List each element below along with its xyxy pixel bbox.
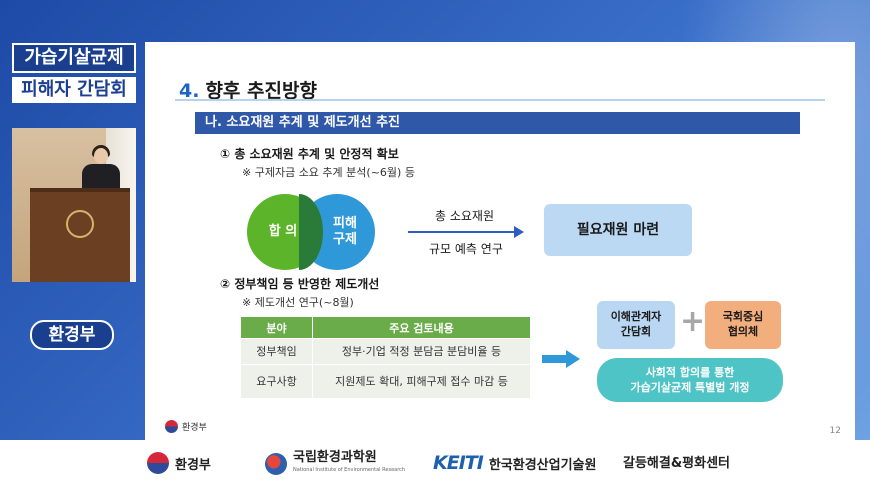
table-cell: 정부책임 [240, 338, 313, 365]
slide-heading-text: 향후 추진방향 [205, 80, 317, 102]
venn-right-line1: 피해 [333, 216, 357, 231]
review-table: 분야 주요 검토내용 정부책임 정부·기업 적정 분담금 분담비율 등 요구사항… [240, 316, 531, 399]
event-title-line1: 가습기살균제 [12, 43, 136, 73]
stakeholder-line1: 이해관계자 [610, 310, 662, 323]
stakeholder-line2: 간담회 [620, 325, 652, 338]
slide-footer-logo: 환경부 [165, 420, 207, 433]
sponsor-nier-en: National Institute of Environmental Rese… [293, 467, 406, 473]
venn-right-line2: 구제 [333, 232, 357, 247]
table-row: 요구사항 지원제도 확대, 피해구제 접수 마감 등 [240, 364, 531, 399]
sponsor-center-text: 갈등해결&평화센터 [623, 456, 731, 471]
sponsor-nier: 국립환경과학원 National Institute of Environmen… [265, 450, 406, 476]
slide-heading-number: 4. [179, 80, 200, 102]
law-line1: 사회적 합의를 통한 [645, 366, 735, 379]
table-row: 정부책임 정부·기업 적정 분담금 분담비율 등 [240, 338, 531, 365]
arrow-line [408, 231, 516, 233]
venn-left-label: 합 의 [268, 224, 298, 239]
result-box: 필요재원 마련 [544, 204, 692, 256]
plus-icon: + [680, 304, 706, 339]
sponsor-bar [0, 440, 870, 489]
venn-right-label: 피해 구제 [323, 216, 367, 248]
sponsor-nier-text: 국립환경과학원 [293, 450, 377, 465]
podium-seal-icon [66, 210, 94, 238]
taeguk-icon [147, 452, 169, 474]
item2-title: ② 정부책임 등 반영한 제도개선 [220, 277, 380, 291]
law-line2: 가습기살균제 특별법 개정 [630, 381, 750, 394]
heading-underline [175, 99, 825, 101]
speaker-org-label: 환경부 [30, 320, 114, 350]
table-cell: 요구사항 [240, 364, 313, 399]
sponsor-moe-text: 환경부 [175, 457, 211, 473]
item1-note: ※ 구제자금 소요 추계 분석(~6월) 등 [242, 166, 415, 179]
national-line2: 협의체 [727, 325, 759, 338]
sponsor-keiti-text: 한국환경산업기술원 [488, 457, 597, 473]
national-assembly-box: 국회중심 협의체 [705, 301, 781, 349]
slide-footer-logo-text: 환경부 [182, 423, 207, 433]
table-header-content: 주요 검토내용 [312, 316, 531, 339]
sponsor-moe: 환경부 [147, 452, 211, 474]
item1-title: ① 총 소요재원 추계 및 안정적 확보 [220, 147, 399, 161]
big-arrow-icon [542, 350, 580, 368]
arrow-right-icon [514, 226, 524, 238]
presentation-slide: 4.향후 추진방향 나. 소요재원 추계 및 제도개선 추진 ① 총 소요재원 … [145, 42, 855, 440]
law-revision-box: 사회적 합의를 통한 가습기살균제 특별법 개정 [597, 358, 783, 402]
national-line1: 국회중심 [722, 310, 764, 323]
event-title-line2: 피해자 간담회 [12, 77, 136, 103]
slide-heading: 4.향후 추진방향 [179, 76, 317, 103]
table-header-field: 분야 [240, 316, 313, 339]
speaker-video [12, 128, 136, 282]
keiti-logo-icon: KEITI [433, 452, 484, 474]
sponsor-center: 갈등해결&평화센터 [623, 452, 730, 471]
arrow-label-bottom: 규모 예측 연구 [429, 242, 503, 256]
table-cell: 정부·기업 적정 분담금 분담비율 등 [312, 338, 531, 365]
nier-logo-icon [265, 453, 287, 475]
stakeholder-box: 이해관계자 간담회 [597, 301, 675, 349]
sponsor-keiti: KEITI 한국환경산업기술원 [433, 452, 596, 474]
item2-note: ※ 제도개선 연구(~8월) [242, 296, 354, 309]
section-bar: 나. 소요재원 추계 및 제도개선 추진 [195, 112, 800, 134]
page-number: 12 [829, 426, 841, 436]
taeguk-icon [165, 420, 178, 433]
speaker-head [94, 148, 108, 164]
arrow-label-top: 총 소요재원 [435, 209, 495, 223]
event-title: 가습기살균제 피해자 간담회 [12, 43, 136, 107]
table-cell: 지원제도 확대, 피해구제 접수 마감 등 [312, 364, 531, 399]
table-header-row: 분야 주요 검토내용 [240, 316, 531, 339]
